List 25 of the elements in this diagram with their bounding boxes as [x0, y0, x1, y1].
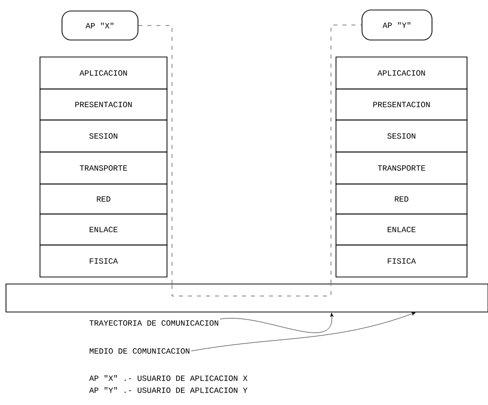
layer-box: RED [40, 184, 168, 214]
layer-box: ENLACE [336, 214, 468, 246]
user-box: AP "Y" [362, 10, 432, 40]
layer-box: TRANSPORTE [40, 152, 168, 184]
caption-text: TRAYECTORIA DE COMUNICACION [90, 320, 218, 326]
leader-line [191, 312, 416, 352]
note-text: AP "X" .- USUARIO DE APLICACION X [89, 375, 248, 381]
layer-box: APLICACION [336, 56, 468, 90]
trajectory-line [330, 24, 362, 284]
medium-bar [6, 284, 488, 312]
layer-box: SESION [336, 120, 468, 152]
note-text: AP "Y" .- USUARIO DE APLICACION Y [89, 387, 248, 393]
trajectory-line [138, 25, 172, 284]
layer-box: PRESENTACION [40, 88, 168, 120]
layer-box: SESION [40, 120, 168, 152]
user-box: AP "X" [62, 10, 138, 40]
caption-text: MEDIO DE COMUNICACION [90, 348, 190, 354]
layer-box: ENLACE [40, 214, 168, 246]
layer-box: TRANSPORTE [336, 152, 468, 184]
leader-line [220, 312, 334, 333]
layer-box: APLICACION [40, 56, 168, 90]
layer-box: FISICA [40, 244, 168, 278]
layer-box: RED [336, 184, 468, 214]
layer-box: FISICA [336, 244, 468, 278]
layer-box: PRESENTACION [336, 88, 468, 120]
